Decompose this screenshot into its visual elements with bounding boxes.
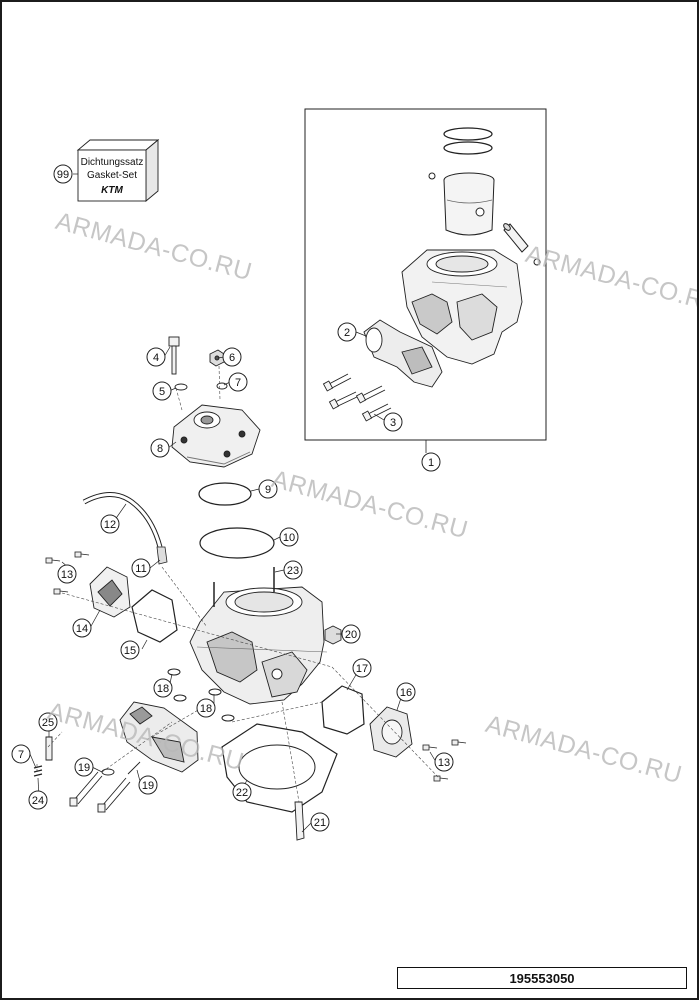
- callout-1: 2: [337, 322, 357, 342]
- cylinder-head: [171, 404, 261, 468]
- callout-25: 19: [138, 775, 158, 795]
- callout-number: 15: [124, 645, 136, 657]
- callout-number: 18: [200, 703, 212, 715]
- wrist-pin: [503, 223, 529, 253]
- callout-number: 12: [104, 519, 116, 531]
- callout-3: 4: [146, 347, 166, 367]
- callout-19: 16: [396, 682, 416, 702]
- callout-number: 19: [142, 780, 154, 792]
- callout-number: 24: [32, 795, 44, 807]
- callout-8: 1: [421, 452, 441, 472]
- right-cover-gasket: [321, 685, 365, 735]
- callout-22: 25: [38, 712, 58, 732]
- callout-0: 99: [53, 164, 73, 184]
- drawing-number: 195553050: [397, 967, 687, 989]
- callout-29: 21: [310, 812, 330, 832]
- cylinder-kit-frame: [304, 108, 547, 441]
- callout-number: 1: [428, 457, 434, 469]
- gasket-box-line1: Dichtungssatz: [81, 157, 144, 168]
- callout-number: 25: [42, 717, 54, 729]
- head-o-ring-large: [199, 527, 275, 559]
- callout-15: 15: [120, 640, 140, 660]
- head-bolt-stack: [168, 336, 228, 391]
- guide-pin: [45, 736, 53, 761]
- callout-13: 13: [57, 564, 77, 584]
- gasket-set-box: Dichtungssatz Gasket-Set KTM: [76, 139, 160, 202]
- piston: [443, 172, 495, 236]
- gasket-box-line2: Gasket-Set: [87, 170, 137, 181]
- callout-24: 19: [74, 757, 94, 777]
- small-o-rings: [167, 668, 235, 722]
- callout-9: 9: [258, 479, 278, 499]
- kit-cylinder: [401, 249, 523, 365]
- callout-16: 23: [283, 560, 303, 580]
- callout-5: 6: [222, 347, 242, 367]
- callout-14: 14: [72, 618, 92, 638]
- callout-number: 13: [438, 757, 450, 769]
- callout-number: 99: [57, 169, 69, 181]
- callout-2: 3: [383, 412, 403, 432]
- pin-clip-right: [533, 258, 541, 266]
- callout-number: 13: [61, 569, 73, 581]
- callout-number: 4: [153, 352, 159, 364]
- callout-number: 3: [390, 417, 396, 429]
- hose-fitting: [156, 546, 168, 565]
- left-cover: [89, 566, 131, 618]
- callout-28: 13: [434, 752, 454, 772]
- callout-number: 11: [135, 563, 146, 575]
- callout-26: 24: [28, 790, 48, 810]
- callout-number: 5: [159, 386, 165, 398]
- callout-number: 23: [287, 565, 299, 577]
- callout-number: 2: [344, 327, 350, 339]
- dowel-pin: [294, 801, 305, 841]
- callout-number: 16: [400, 687, 412, 699]
- callout-11: 11: [131, 558, 151, 578]
- callout-number: 20: [345, 629, 357, 641]
- callout-number: 19: [78, 762, 90, 774]
- callout-number: 6: [229, 352, 235, 364]
- callout-layer: 9923456781910111213141523201716181825719…: [11, 164, 454, 832]
- callout-10: 10: [279, 527, 299, 547]
- exhaust-valve-housing: [119, 701, 199, 773]
- left-cover-gasket: [131, 589, 178, 643]
- kit-exhaust-valve-part: [363, 319, 443, 388]
- callout-18: 17: [352, 658, 372, 678]
- right-cover: [369, 706, 413, 758]
- callout-number: 7: [235, 377, 241, 389]
- callout-number: 9: [265, 484, 271, 496]
- small-spring: [33, 765, 43, 777]
- callout-20: 18: [153, 678, 173, 698]
- callout-21: 18: [196, 698, 216, 718]
- kit-bolts: [322, 373, 392, 422]
- head-o-ring-small: [198, 482, 252, 506]
- callout-6: 7: [228, 372, 248, 392]
- callout-number: 10: [283, 532, 295, 544]
- callout-17: 20: [341, 624, 361, 644]
- callout-number: 17: [356, 663, 368, 675]
- callout-12: 12: [100, 514, 120, 534]
- callout-4: 5: [152, 381, 172, 401]
- pin-clip-left: [428, 172, 436, 180]
- callout-number: 22: [236, 787, 248, 799]
- callout-number: 8: [157, 443, 163, 455]
- callout-number: 18: [157, 683, 169, 695]
- piston-rings: [443, 127, 493, 155]
- callout-27: 22: [232, 782, 252, 802]
- flange-nut: [324, 625, 342, 645]
- callout-7: 8: [150, 438, 170, 458]
- ktm-logo: KTM: [101, 185, 123, 196]
- callout-23: 7: [11, 744, 31, 764]
- callout-number: 21: [314, 817, 326, 829]
- callout-number: 7: [18, 749, 24, 761]
- callout-number: 14: [76, 623, 88, 635]
- main-cylinder: [189, 586, 328, 705]
- housing-bolts: [69, 761, 141, 813]
- base-gasket: [221, 723, 338, 813]
